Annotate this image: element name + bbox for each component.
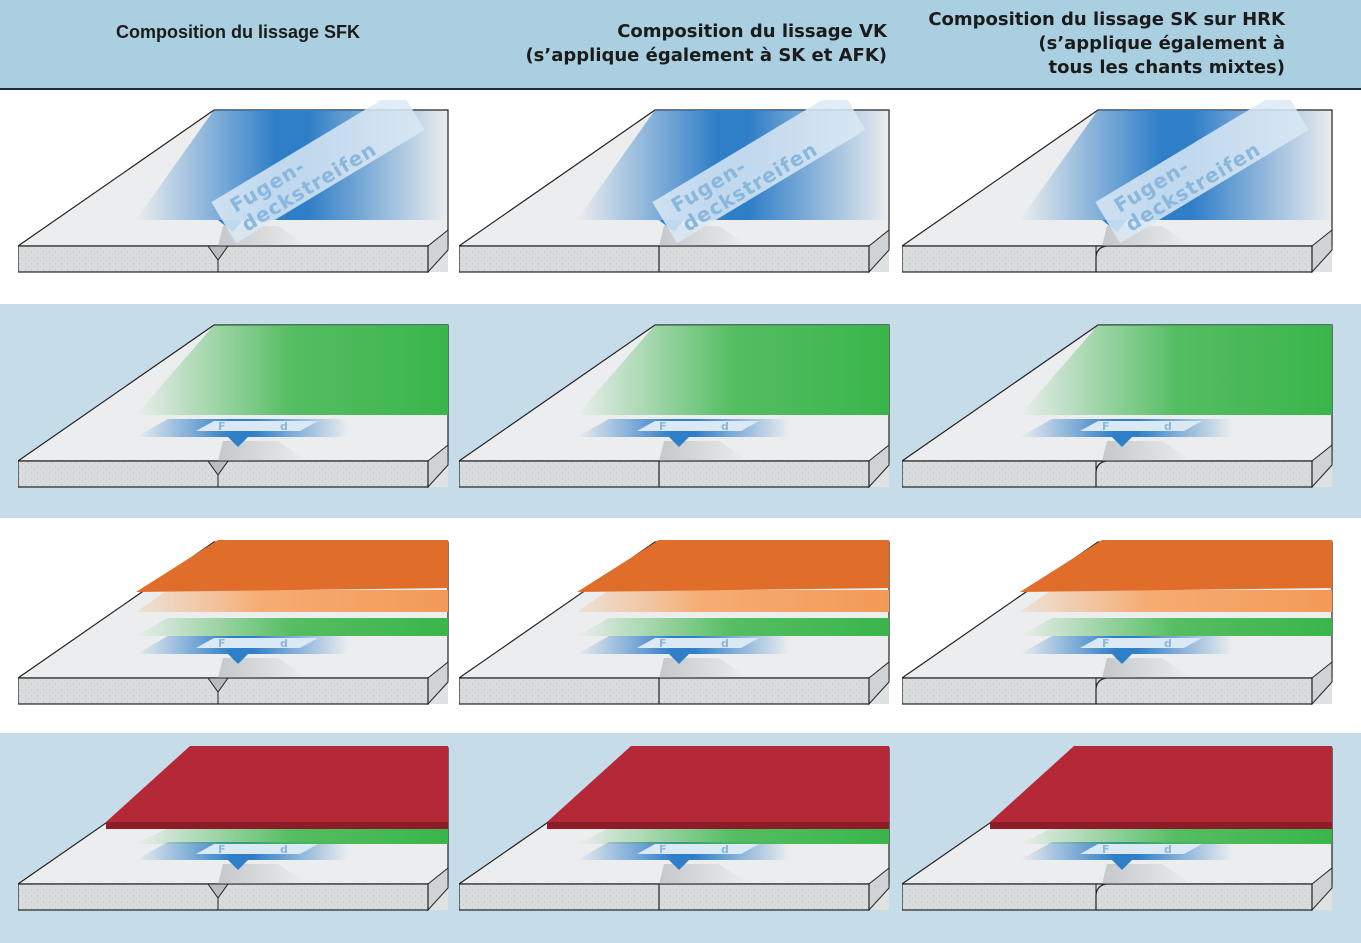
smoothing-top — [136, 540, 448, 592]
column-title-sfk: Composition du lissage SFK — [116, 22, 361, 42]
board-front-edge — [902, 677, 1313, 705]
joint-tape-label — [1080, 638, 1202, 648]
joint-shadow — [1102, 441, 1192, 461]
board-illustration: Fugen-deckstreifen — [459, 100, 890, 274]
joint-shadow — [659, 441, 749, 461]
joint-tape-text-2: d — [1164, 843, 1172, 856]
joint-tape-label — [637, 844, 759, 854]
joint-shadow — [659, 658, 749, 678]
board-illustration: Fugen-deckstreifen — [18, 100, 449, 274]
joint-tape-text-2: d — [280, 420, 288, 433]
joint-tape-label — [637, 421, 759, 431]
smoothing-layer — [136, 590, 448, 612]
joint-tape-text-2: d — [721, 420, 729, 433]
joint-tape-text-1: F — [1102, 843, 1110, 856]
joint-tape-text-2: d — [1164, 637, 1172, 650]
joint-tape-text-1: F — [659, 637, 667, 650]
joint-tape-label — [196, 421, 318, 431]
finish-coat-edge — [990, 822, 1332, 829]
joint-tape-label — [1080, 421, 1202, 431]
header-bar: Composition du lissage SFK Composition d… — [0, 0, 1361, 90]
diagram-cell-joint-tape-hrk-rounded: Fugen-deckstreifen — [902, 100, 1342, 300]
smoothing-layer — [577, 590, 889, 612]
smoothing-layer — [1020, 590, 1332, 612]
board-front-edge — [459, 677, 870, 705]
filler-layer — [136, 325, 448, 415]
filler-layer — [577, 828, 889, 844]
smoothing-top — [577, 540, 889, 592]
finish-coat — [990, 746, 1332, 822]
filler-layer — [136, 618, 448, 636]
joint-tape-text-1: F — [1102, 420, 1110, 433]
joint-tape-label — [196, 638, 318, 648]
joint-tape-text-2: d — [721, 843, 729, 856]
joint-tape-label — [637, 638, 759, 648]
column-title-vk: Composition du lissage VK (s’applique ég… — [525, 21, 887, 66]
joint-tape-label — [196, 844, 318, 854]
column-title-hrk: Composition du lissage SK sur HRK (s’app… — [928, 9, 1285, 78]
board-illustration: Fugen-deckstreifen — [902, 100, 1333, 274]
board-front-edge — [902, 245, 1313, 273]
filler-layer — [136, 828, 448, 844]
filler-layer — [577, 325, 889, 415]
board-front-edge — [459, 883, 870, 911]
joint-shadow — [659, 864, 749, 884]
finish-coat-edge — [547, 822, 889, 829]
joint-shadow — [1102, 864, 1192, 884]
joint-tape-text-2: d — [280, 843, 288, 856]
joint-shadow — [218, 864, 308, 884]
joint-shadow — [1102, 658, 1192, 678]
joint-tape-text-1: F — [659, 420, 667, 433]
joint-tape-label — [1080, 844, 1202, 854]
board-front-edge — [459, 460, 870, 488]
board-front-edge — [459, 245, 870, 273]
joint-shadow — [218, 441, 308, 461]
finish-coat — [547, 746, 889, 822]
joint-tape-text-2: d — [280, 637, 288, 650]
joint-tape-text-1: F — [218, 843, 226, 856]
finish-coat-edge — [106, 822, 448, 829]
board-front-edge — [902, 460, 1313, 488]
joint-tape-text-1: F — [218, 420, 226, 433]
filler-layer — [1020, 828, 1332, 844]
finish-coat — [106, 746, 448, 822]
joint-tape-text-2: d — [721, 637, 729, 650]
joint-tape-text-1: F — [1102, 637, 1110, 650]
joint-tape-text-2: d — [1164, 420, 1172, 433]
filler-layer — [1020, 618, 1332, 636]
filler-layer — [577, 618, 889, 636]
smoothing-top — [1020, 540, 1332, 592]
board-front-edge — [902, 883, 1313, 911]
joint-shadow — [218, 658, 308, 678]
joint-tape-text-1: F — [659, 843, 667, 856]
diagram-cell-joint-tape-sfk-v-groove: Fugen-deckstreifen — [18, 100, 458, 300]
diagram-cell-joint-tape-vk-butt: Fugen-deckstreifen — [459, 100, 899, 300]
joint-tape-text-1: F — [218, 637, 226, 650]
filler-layer — [1020, 325, 1332, 415]
